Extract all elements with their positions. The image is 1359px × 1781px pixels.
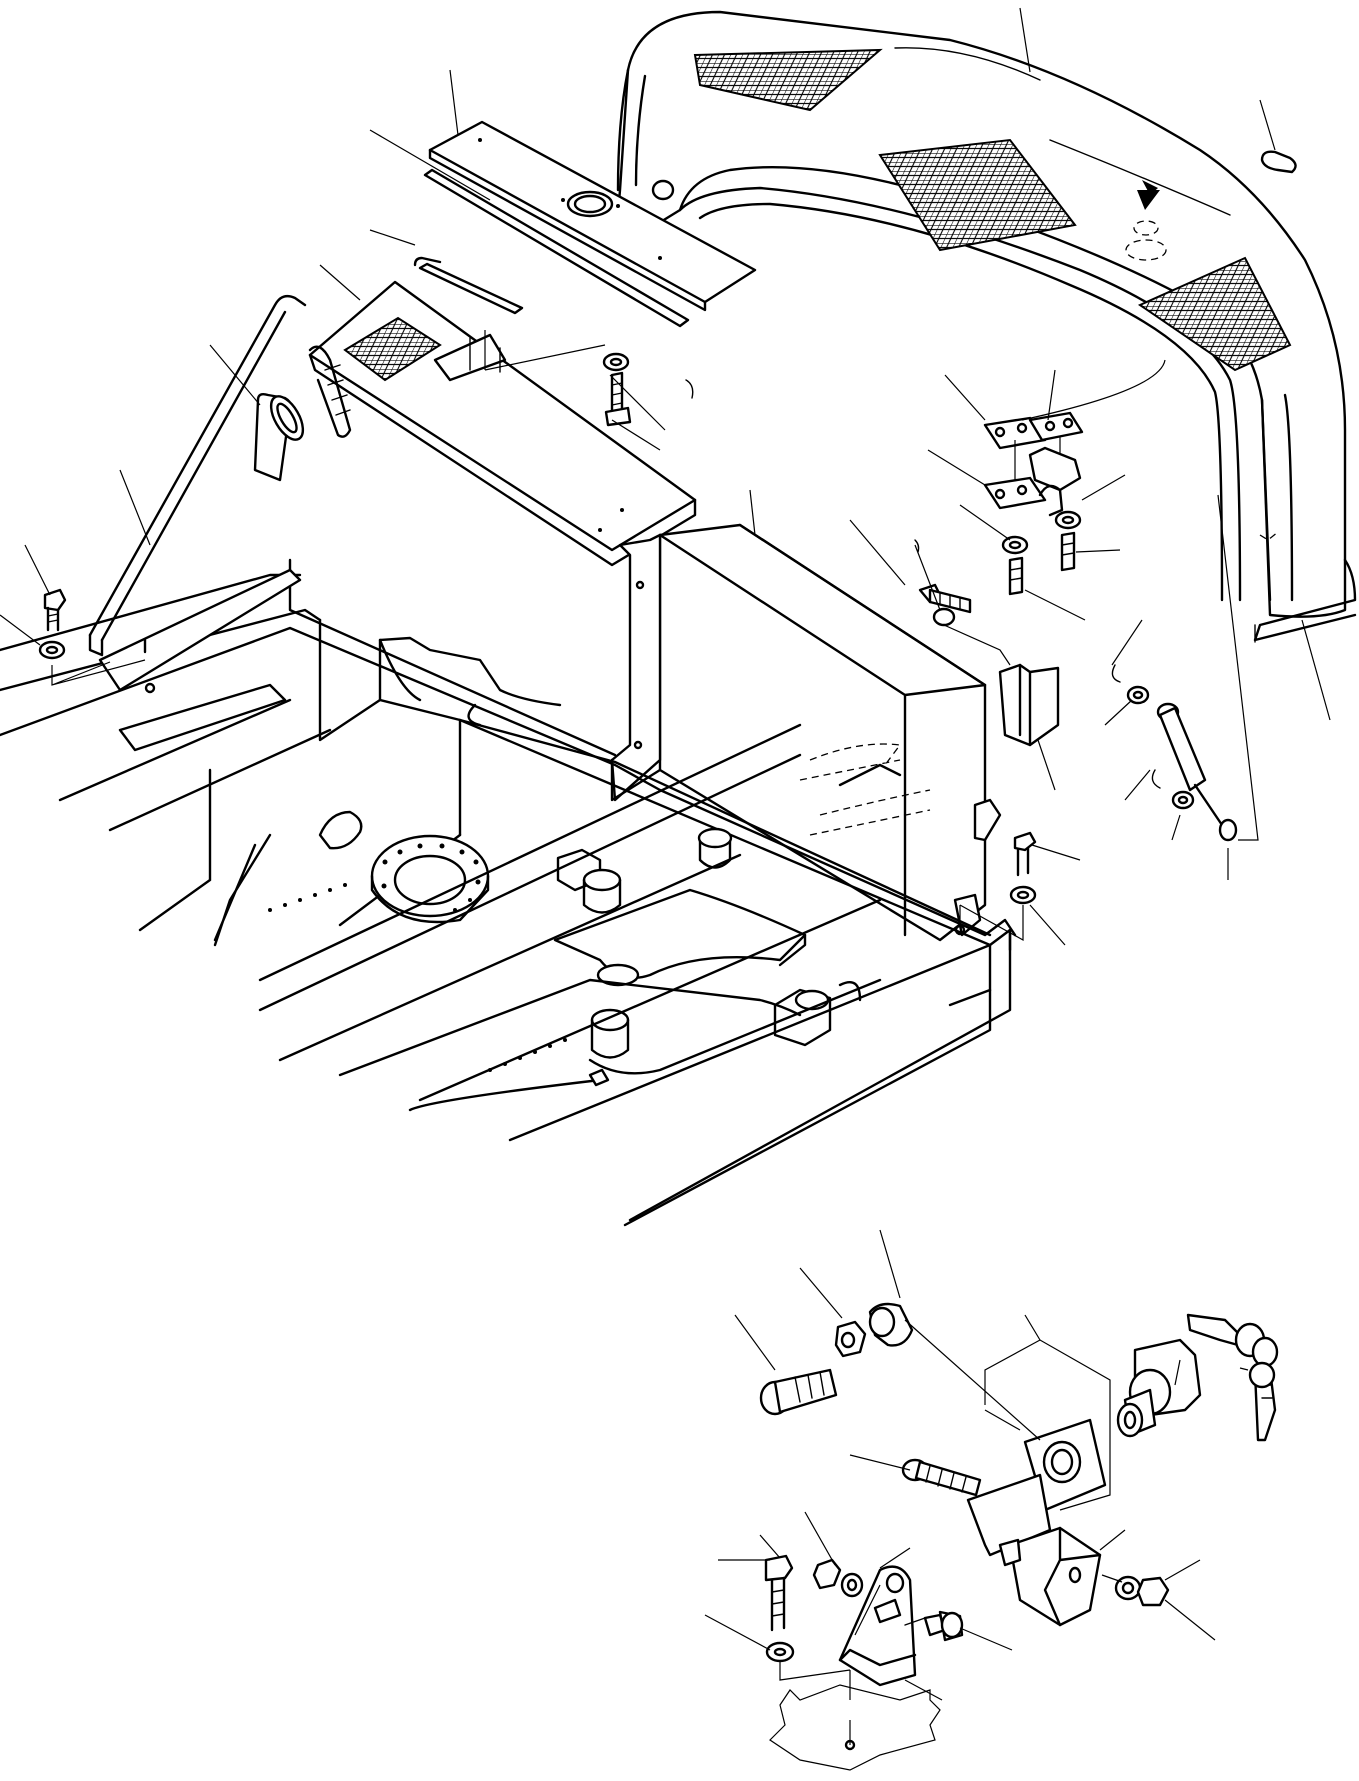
striker-bracket [764,1554,964,1771]
center-bolt [484,330,694,427]
support-rod [88,294,352,657]
arrow-down-icon [1137,180,1160,210]
upper-frame [0,558,1017,1227]
key-icon [1186,1313,1279,1442]
hinge-plates [983,359,1166,596]
battery-box [610,523,1002,942]
rear-hood-cover [613,10,1357,643]
bolt-nut-spacer [759,1302,1041,1441]
top-plate [413,120,757,328]
leader-lines [0,7,1331,1701]
stay-bracket [914,539,1060,942]
lock-assembly [901,1313,1279,1627]
gas-spring [1111,494,1259,842]
side-cover-lid [308,280,697,567]
